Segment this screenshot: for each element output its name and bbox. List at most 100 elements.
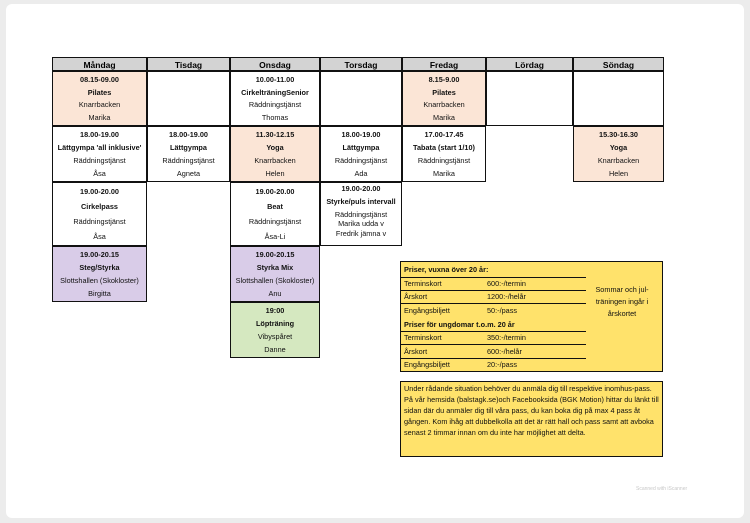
session-name: Yoga xyxy=(266,143,284,152)
price-value: 600:-/helår xyxy=(487,347,522,356)
day-header-tuesday: Tisdag xyxy=(147,57,230,71)
session-monday-lattgympa: 18.00-19.00 Lättgympa 'all inklusive' Rä… xyxy=(52,126,147,182)
session-leader: Marika xyxy=(88,113,111,123)
session-name: CirkelträningSenior xyxy=(241,87,309,97)
session-name: Pilates xyxy=(432,87,456,97)
session-monday-pilates: 08.15-09.00 Pilates Knarrbacken Marika xyxy=(52,71,147,126)
session-name: Steg/Styrka xyxy=(79,263,120,272)
price-value: 1200:-/helår xyxy=(487,292,526,301)
session-leader: Danne xyxy=(264,345,286,354)
session-location: Räddningstjänst xyxy=(417,156,471,165)
registration-info-box: Under rådande situation behöver du anmäl… xyxy=(400,381,663,457)
session-time: 11.30-12.15 xyxy=(255,130,295,139)
session-location: Knarrbacken xyxy=(423,100,465,110)
session-monday-cirkelpass: 19.00-20.00 Cirkelpass Räddningstjänst Å… xyxy=(52,182,147,246)
price-value: 50:-/pass xyxy=(487,306,518,315)
session-monday-steg-styrka: 19.00-20.15 Steg/Styrka Slottshallen (Sk… xyxy=(52,246,147,302)
session-name: Lättgympa 'all inklusive' xyxy=(57,143,142,152)
price-label: Terminskort xyxy=(404,279,442,288)
price-value: 20:-/pass xyxy=(487,360,518,369)
session-location: Vibyspåret xyxy=(257,332,293,341)
session-location: Räddningstjänst xyxy=(334,210,388,219)
day-header-monday: Måndag xyxy=(52,57,147,71)
session-leader: Åsa-Li xyxy=(264,232,286,241)
session-leader: Fredrik jämna v xyxy=(335,229,387,238)
session-location: Räddningstjänst xyxy=(162,156,215,165)
session-location: Knarrbacken xyxy=(78,100,121,110)
session-location: Räddningstjänst xyxy=(334,156,388,165)
price-label: Terminskort xyxy=(404,333,442,342)
session-time: 8.15-9.00 xyxy=(428,74,460,84)
session-time: 19.00-20.15 xyxy=(80,250,119,259)
session-leader: Agneta xyxy=(176,169,201,178)
session-leader: Anu xyxy=(268,289,282,298)
divider xyxy=(401,344,586,345)
day-header-wednesday: Onsdag xyxy=(230,57,320,71)
session-leader: Birgitta xyxy=(88,289,111,298)
session-leader: Marika xyxy=(433,113,455,123)
prices-box: Priser, vuxna över 20 år: Terminskort 60… xyxy=(400,261,663,372)
session-thursday-empty xyxy=(320,71,402,126)
session-location: Räddningstjänst xyxy=(73,217,126,226)
divider xyxy=(401,331,586,332)
divider xyxy=(401,277,586,278)
session-time: 10.00-11.00 xyxy=(255,74,295,84)
session-name: Styrke/puls intervall xyxy=(326,197,396,206)
session-time: 19.00-20.00 xyxy=(80,187,119,196)
session-location: Slottshallen (Skokloster) xyxy=(235,276,315,285)
divider xyxy=(401,358,586,359)
session-name: Löpträning xyxy=(255,319,295,328)
session-location: Räddningstjänst xyxy=(248,217,302,226)
summer-winter-note: Sommar och jul-träningen ingår i årskort… xyxy=(595,285,649,318)
session-sunday-yoga: 15.30-16.30 Yoga Knarrbacken Helen xyxy=(573,126,664,182)
session-name: Lättgympa xyxy=(170,143,207,152)
session-time: 08.15-09.00 xyxy=(80,74,119,84)
session-time: 18.00-19.00 xyxy=(341,130,381,139)
session-time: 19.00-20.15 xyxy=(255,250,295,259)
session-leader: Åsa xyxy=(93,169,106,178)
day-header-friday: Fredag xyxy=(402,57,486,71)
session-name: Beat xyxy=(267,202,283,211)
session-name: Pilates xyxy=(87,87,112,97)
session-name: Tabata (start 1/10) xyxy=(413,143,475,152)
session-leader: Marika xyxy=(433,169,455,178)
session-time: 15.30-16.30 xyxy=(599,130,638,139)
session-wednesday-yoga: 11.30-12.15 Yoga Knarrbacken Helen xyxy=(230,126,320,182)
session-wednesday-styrka-mix: 19.00-20.15 Styrka Mix Slottshallen (Sko… xyxy=(230,246,320,302)
session-leader: Helen xyxy=(608,169,629,178)
session-leader: Marika udda v xyxy=(338,219,384,228)
session-name: Cirkelpass xyxy=(81,202,118,211)
session-wednesday-cirkeltraning: 10.00-11.00 CirkelträningSenior Räddning… xyxy=(230,71,320,126)
price-label: Årskort xyxy=(404,347,428,356)
session-time: 18.00-19.00 xyxy=(80,130,119,139)
youth-prices-heading: Priser för ungdomar t.o.m. 20 år xyxy=(404,320,515,329)
session-name: Yoga xyxy=(609,143,628,152)
price-label: Årskort xyxy=(404,292,428,301)
session-time: 19.00-20.00 xyxy=(341,184,381,193)
session-time: 18.00-19.00 xyxy=(169,130,208,139)
session-leader: Helen xyxy=(265,169,285,178)
divider xyxy=(401,290,586,291)
session-thursday-lattgympa: 18.00-19.00 Lättgympa Räddningstjänst Ad… xyxy=(320,126,402,182)
day-header-thursday: Torsdag xyxy=(320,57,402,71)
session-location: Knarrbacken xyxy=(254,156,296,165)
day-header-sunday: Söndag xyxy=(573,57,664,71)
session-name: Lättgympa xyxy=(342,143,380,152)
session-location: Räddningstjänst xyxy=(73,156,126,165)
session-name: Styrka Mix xyxy=(256,263,294,272)
session-location: Slottshallen (Skokloster) xyxy=(60,276,139,285)
session-time: 19.00-20.00 xyxy=(255,187,295,196)
scan-watermark: Scanned with iScanner xyxy=(636,486,688,492)
session-time: 19:00 xyxy=(265,306,285,315)
session-thursday-interval: 19.00-20.00 Styrke/puls intervall Räddni… xyxy=(320,182,402,246)
day-header-saturday: Lördag xyxy=(486,57,573,71)
session-tuesday-empty xyxy=(147,71,230,126)
session-tuesday-lattgympa: 18.00-19.00 Lättgympa Räddningstjänst Ag… xyxy=(147,126,230,182)
session-leader: Åsa xyxy=(93,232,106,241)
session-friday-pilates: 8.15-9.00 Pilates Knarrbacken Marika xyxy=(402,71,486,126)
session-wednesday-beat: 19.00-20.00 Beat Räddningstjänst Åsa-Li xyxy=(230,182,320,246)
adult-prices-heading: Priser, vuxna över 20 år: xyxy=(404,265,489,274)
price-value: 600:-/termin xyxy=(487,279,526,288)
price-label: Engångsbiljett xyxy=(404,306,450,315)
session-wednesday-loptraning: 19:00 Löpträning Vibyspåret Danne xyxy=(230,302,320,358)
